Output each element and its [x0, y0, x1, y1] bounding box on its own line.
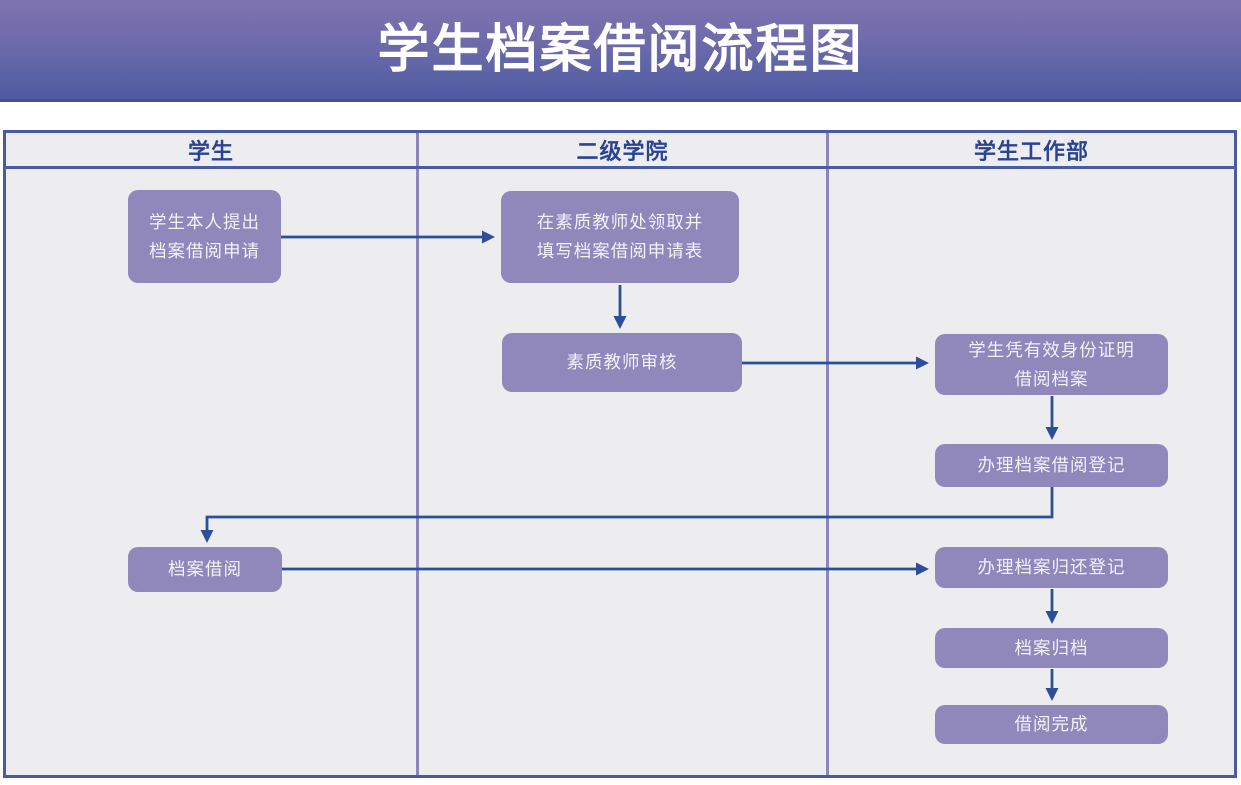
lane-header-separator — [6, 166, 1234, 169]
flow-node-fill-form: 在素质教师处领取并 填写档案借阅申请表 — [501, 191, 739, 283]
title-banner: 学生档案借阅流程图 — [0, 0, 1241, 102]
lane-header-student: 学生 — [187, 138, 234, 164]
lane-header-student-affairs: 学生工作部 — [973, 138, 1089, 164]
flow-node-complete: 借阅完成 — [935, 705, 1168, 744]
page-title: 学生档案借阅流程图 — [377, 20, 864, 79]
lane-divider-1 — [416, 133, 419, 775]
flow-node-apply: 学生本人提出 档案借阅申请 — [128, 190, 281, 283]
lane-header-college: 二级学院 — [576, 138, 669, 164]
flow-node-return-register: 办理档案归还登记 — [935, 547, 1168, 588]
lane-divider-2 — [826, 133, 829, 775]
flow-node-borrow-register: 办理档案借阅登记 — [935, 444, 1168, 487]
flow-node-file-archive: 档案归档 — [935, 628, 1168, 668]
flow-node-file-borrow: 档案借阅 — [128, 547, 282, 592]
flow-node-borrow-with-id: 学生凭有效身份证明 借阅档案 — [935, 334, 1168, 395]
flow-node-teacher-review: 素质教师审核 — [502, 333, 742, 392]
